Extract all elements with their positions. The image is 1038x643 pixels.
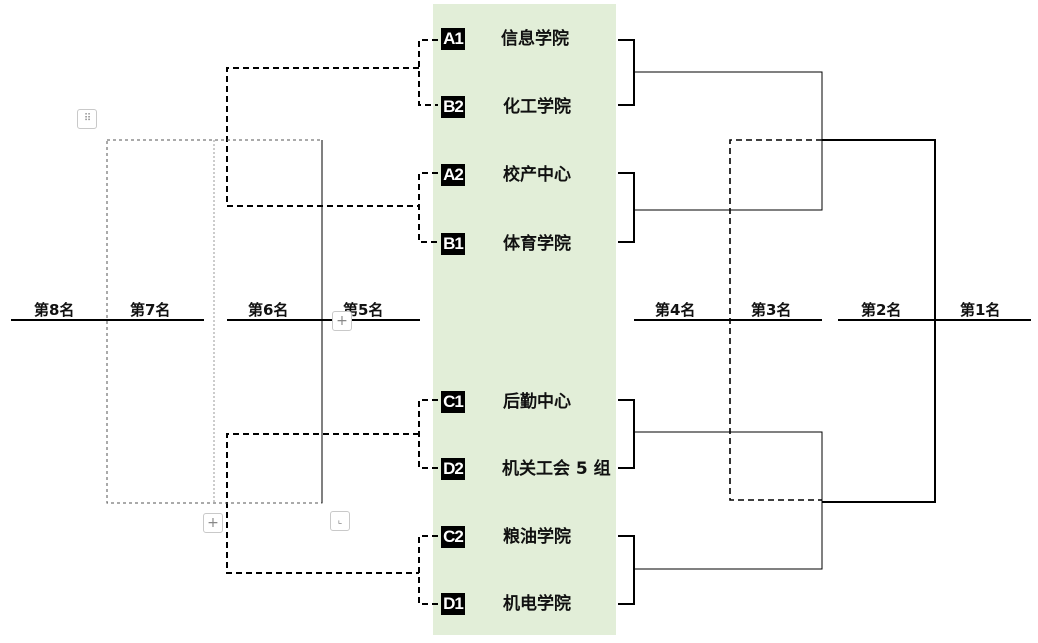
seed-badge: C1 (441, 391, 465, 413)
team-row[interactable]: B2 化工学院 (433, 94, 616, 122)
consolation-semi-top (226, 67, 419, 207)
team-name: 机关工会 5 组 (502, 459, 611, 479)
team-row[interactable]: C2 粮油学院 (433, 524, 616, 552)
seed-badge: A1 (441, 28, 465, 50)
team-row[interactable]: D2 机关工会 5 组 (433, 456, 616, 484)
team-row[interactable]: A1 信息学院 (433, 26, 616, 54)
team-row[interactable]: A2 校产中心 (433, 162, 616, 190)
winner-bracket-pair-4 (618, 535, 635, 605)
rank-label-1: 第1名 (960, 301, 1001, 319)
team-name: 化工学院 (503, 97, 571, 117)
team-name: 信息学院 (501, 29, 569, 49)
seed-badge: D2 (441, 458, 465, 480)
rank-label-7: 第7名 (130, 301, 171, 319)
rank-label-5: 第5名 (343, 301, 384, 319)
consolation-bracket-2 (418, 172, 438, 243)
team-name: 校产中心 (503, 165, 571, 185)
winner-semi-bracket-top (634, 71, 823, 211)
team-name: 体育学院 (503, 234, 571, 254)
rank-label-2: 第2名 (861, 301, 902, 319)
seed-badge: A2 (441, 164, 465, 186)
winner-bracket-pair-3 (618, 399, 635, 469)
add-icon[interactable]: + (332, 311, 352, 331)
third-place-bracket (729, 139, 822, 501)
rank-label-4: 第4名 (655, 301, 696, 319)
winner-bracket-pair-2 (618, 172, 635, 243)
rank-label-6: 第6名 (248, 301, 289, 319)
winner-bracket-pair-1 (618, 39, 635, 106)
team-row[interactable]: C1 后勤中心 (433, 389, 616, 417)
seed-badge: C2 (441, 526, 465, 548)
rank-label-3: 第3名 (751, 301, 792, 319)
team-name: 机电学院 (503, 594, 571, 614)
team-row[interactable]: D1 机电学院 (433, 591, 616, 619)
drag-handle-icon[interactable]: ⠿ (77, 109, 97, 129)
add-icon[interactable]: + (203, 513, 223, 533)
consolation-bracket-4 (418, 535, 438, 605)
team-name: 后勤中心 (503, 392, 571, 412)
team-name: 粮油学院 (503, 527, 571, 547)
seed-badge: B1 (441, 233, 465, 255)
team-row[interactable]: B1 体育学院 (433, 231, 616, 259)
resize-handle-icon[interactable]: ⌞ (330, 511, 350, 531)
consolation-bracket-1 (418, 39, 438, 106)
seed-badge: D1 (441, 593, 465, 615)
rank-label-8: 第8名 (34, 301, 75, 319)
seed-badge: B2 (441, 96, 465, 118)
